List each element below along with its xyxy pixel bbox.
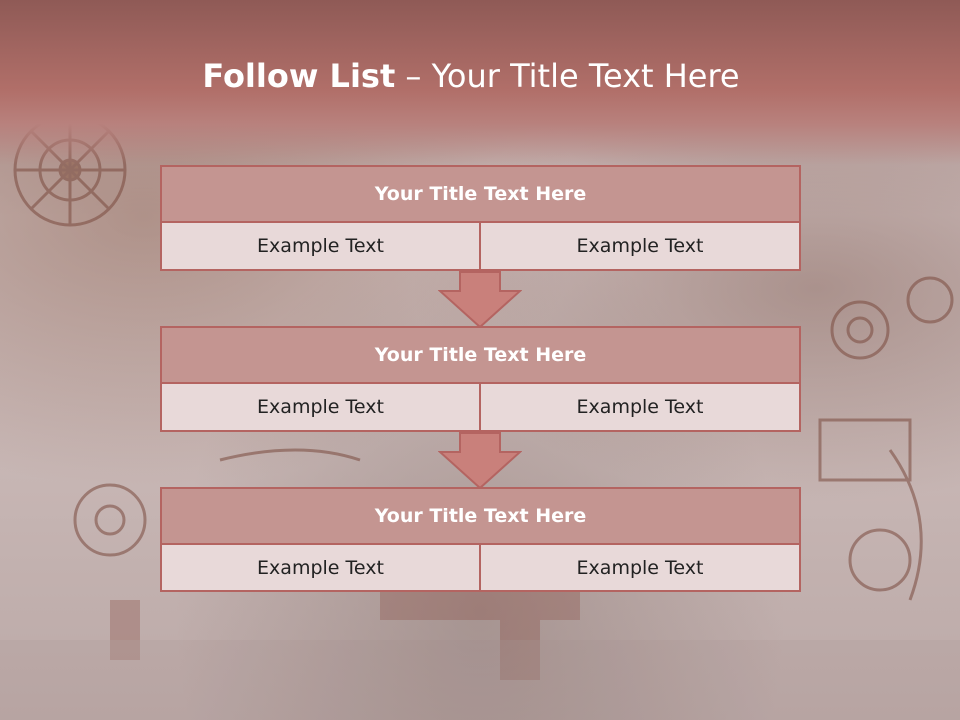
slide-title: Follow List – Your Title Text Here (0, 52, 942, 100)
step-box-2: Your Title Text Here Example Text Exampl… (160, 326, 801, 432)
step-cell-left: Example Text (160, 382, 481, 432)
slide-title-bold: Follow List (202, 57, 396, 95)
down-arrow-icon (438, 271, 522, 329)
step-cell-left: Example Text (160, 221, 481, 271)
step-title: Your Title Text Here (160, 487, 801, 545)
step-cell-right: Example Text (479, 543, 801, 592)
slide-title-rest: – Your Title Text Here (395, 57, 740, 95)
step-cell-right: Example Text (479, 221, 801, 271)
header-band (0, 0, 960, 165)
step-cell-left: Example Text (160, 543, 481, 592)
down-arrow-icon (438, 432, 522, 490)
step-box-3: Your Title Text Here Example Text Exampl… (160, 487, 801, 593)
step-title: Your Title Text Here (160, 326, 801, 384)
step-title: Your Title Text Here (160, 165, 801, 223)
step-cell-right: Example Text (479, 382, 801, 432)
step-box-1: Your Title Text Here Example Text Exampl… (160, 165, 801, 271)
